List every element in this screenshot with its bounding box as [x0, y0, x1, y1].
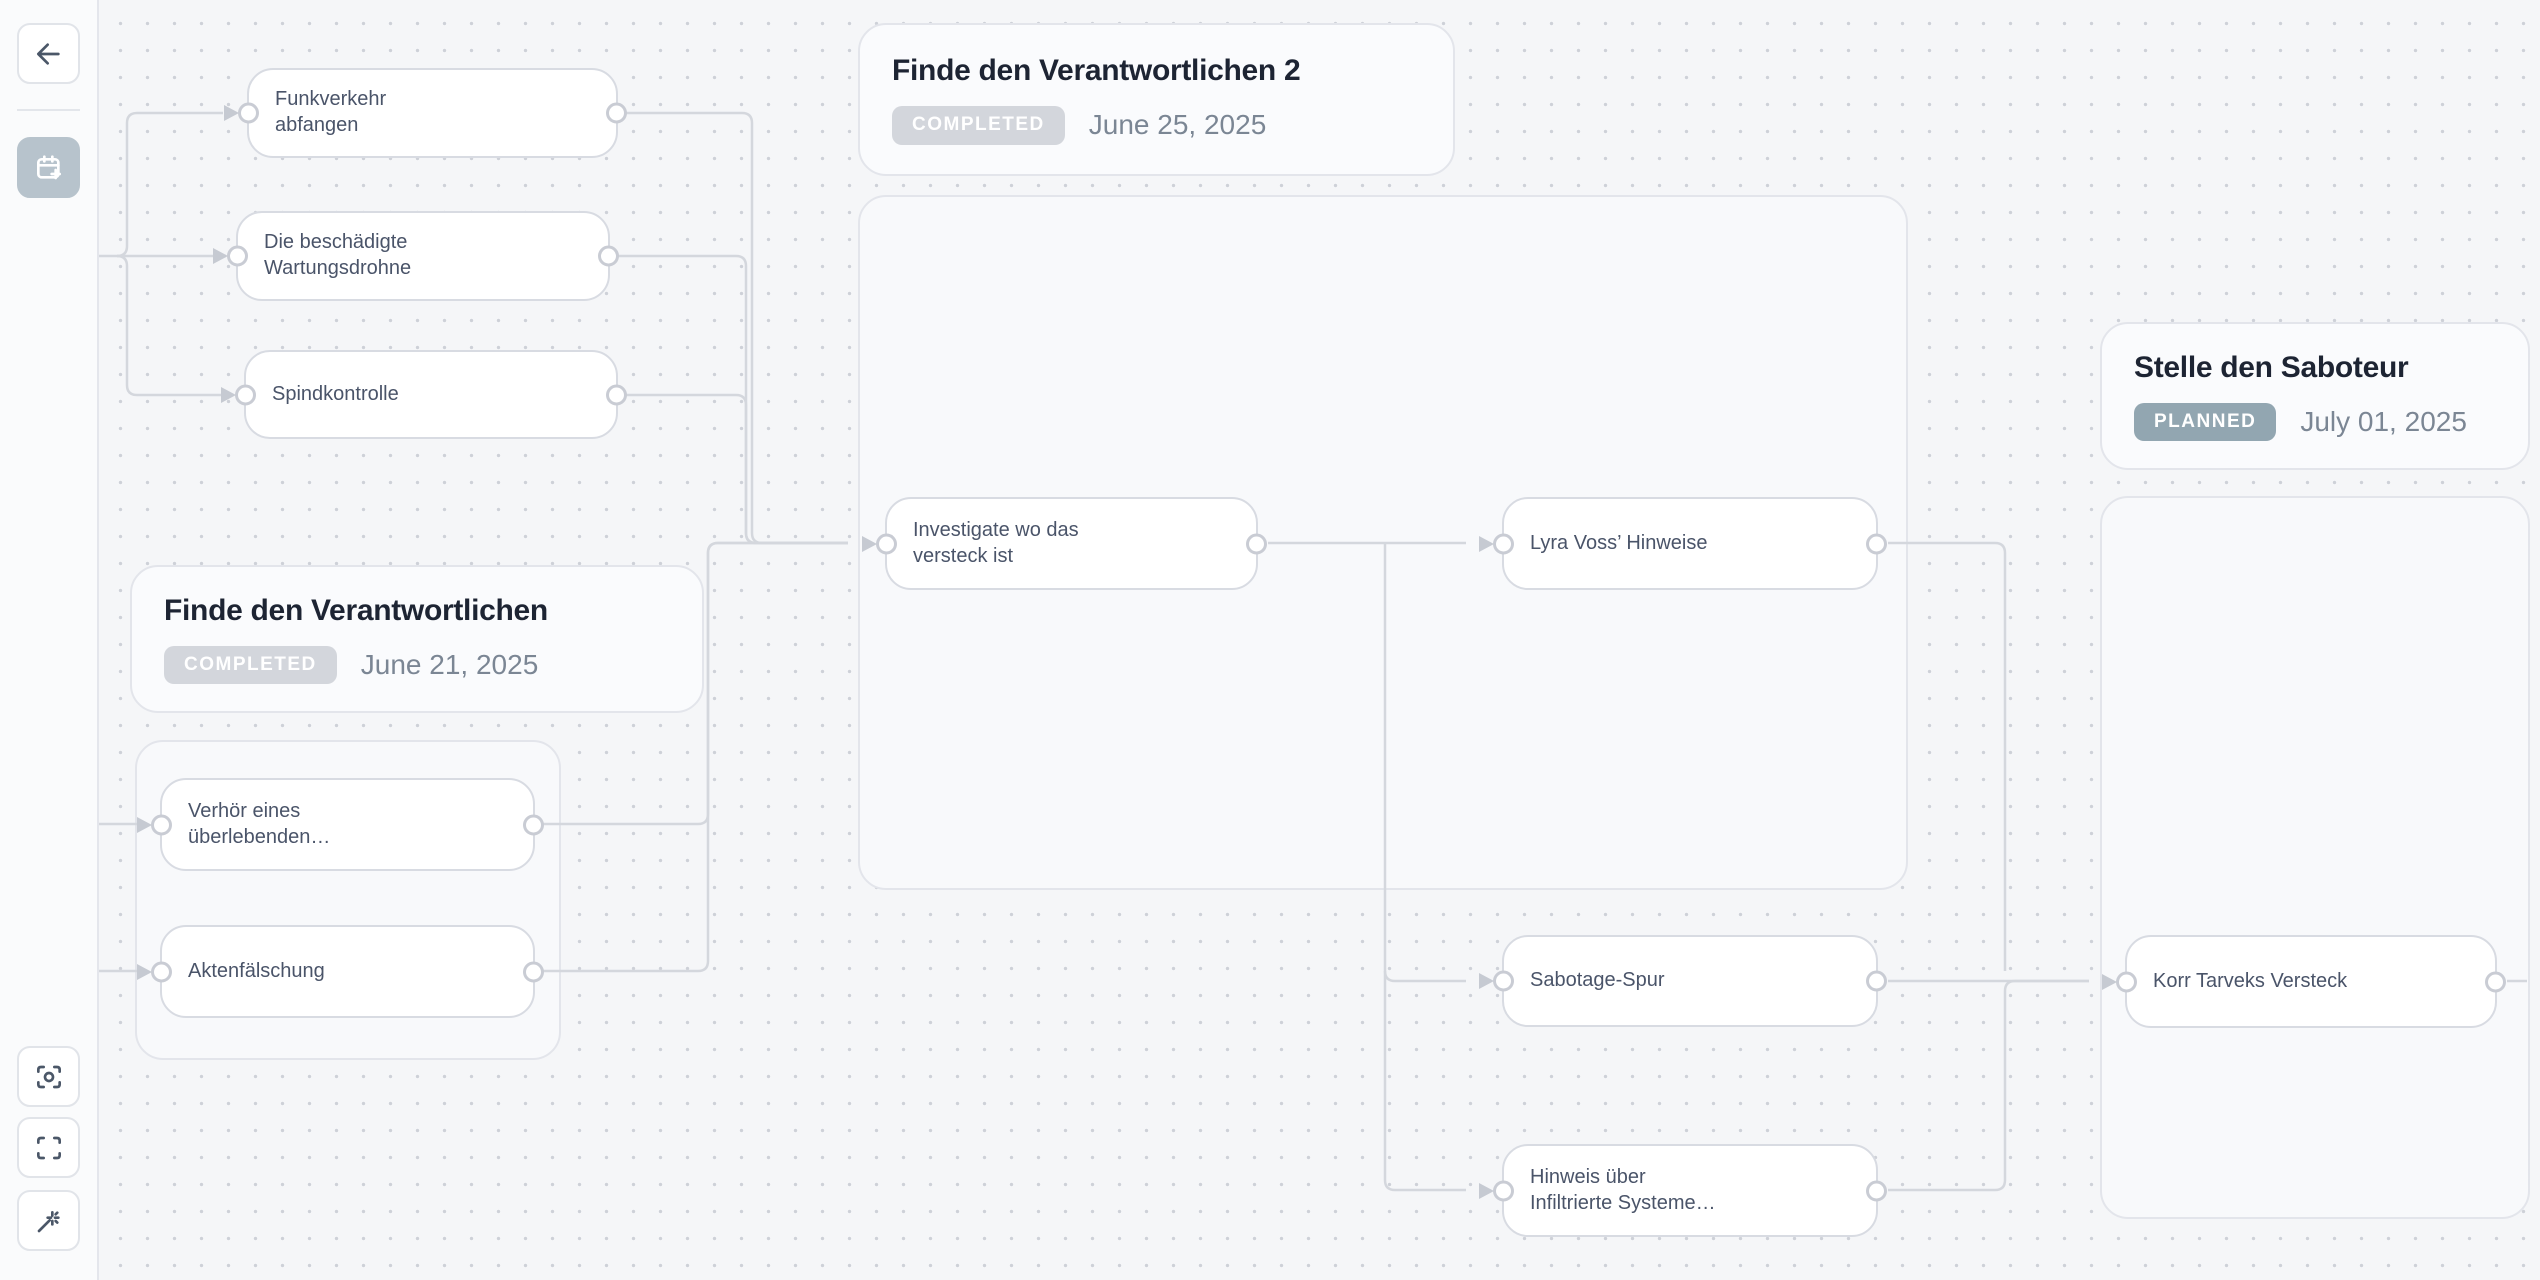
edge	[116, 111, 223, 258]
output-port[interactable]	[606, 384, 627, 405]
task-node-verhoer-ueberlebenden[interactable]: Verhör eines überlebenden…	[137, 778, 544, 871]
task-node-label: Die beschädigte Wartungsdrohne	[264, 231, 412, 279]
focus-selection-button[interactable]	[17, 1046, 80, 1107]
edge-arrow-icon	[137, 963, 152, 980]
task-node-label: Investigate wo das versteck ist	[913, 518, 1079, 567]
milestone-group-stelle-den-saboteur[interactable]	[2100, 496, 2530, 1219]
output-port[interactable]	[1866, 533, 1887, 554]
task-node-spindkontrolle[interactable]: Spindkontrolle	[221, 350, 627, 439]
edge	[1888, 541, 2007, 971]
edge-arrow-icon	[862, 535, 877, 552]
output-port[interactable]	[598, 245, 619, 267]
auto-layout-wand-icon	[37, 1210, 60, 1232]
output-port[interactable]	[1866, 970, 1887, 992]
task-node-korr-tarveks-versteck[interactable]: Korr Tarveks Versteck	[2102, 935, 2506, 1028]
task-node-label: Aktenfälschung	[188, 959, 325, 982]
input-port[interactable]	[1493, 533, 1514, 554]
task-node-label: Lyra Voss’ Hinweise	[1530, 531, 1708, 554]
input-port[interactable]	[151, 814, 172, 835]
canvas-left-border	[97, 0, 99, 1280]
back-button[interactable]	[17, 23, 80, 84]
status-badge: COMPLETED	[892, 106, 1065, 145]
toolbar-sidebar	[0, 0, 97, 1280]
edge	[610, 254, 848, 545]
milestone-card-stelle-den-saboteur[interactable]: Stelle den Saboteur PLANNED July 01, 202…	[2100, 322, 2530, 470]
milestone-title: Finde den Verantwortlichen 2	[892, 54, 1301, 88]
input-port[interactable]	[227, 245, 248, 267]
add-milestone-button[interactable]	[17, 137, 80, 198]
output-port[interactable]	[606, 102, 627, 124]
task-node-hinweis-infiltrierte-systeme[interactable]: Hinweis über Infiltrierte Systeme…	[1479, 1144, 1887, 1237]
task-node-label: Hinweis über Infiltrierte Systeme…	[1530, 1165, 1716, 1214]
edge-arrow-icon	[1479, 973, 1494, 989]
input-port[interactable]	[151, 961, 172, 982]
status-badge: COMPLETED	[164, 645, 337, 685]
output-port[interactable]	[2485, 971, 2506, 992]
edge-arrow-icon	[224, 105, 239, 121]
output-port[interactable]	[523, 961, 544, 982]
edge-arrow-icon	[221, 386, 236, 403]
edge-arrow-icon	[1479, 1182, 1494, 1199]
fit-view-icon	[36, 1136, 61, 1159]
add-milestone-calendar-icon	[36, 154, 61, 179]
output-port[interactable]	[1866, 1180, 1887, 1201]
milestone-card-finde-den-verantwortlichen[interactable]: Finde den Verantwortlichen COMPLETED Jun…	[130, 565, 704, 713]
edge	[1383, 970, 1466, 983]
toolbar-divider	[17, 109, 80, 111]
edge-arrow-icon	[1479, 535, 1494, 552]
task-node-funkverkehr-abfangen[interactable]: Funkverkehr abfangen	[224, 68, 627, 158]
task-node-label: Korr Tarveks Versteck	[2153, 969, 2348, 992]
input-port[interactable]	[1493, 1180, 1514, 1201]
output-port[interactable]	[1246, 533, 1267, 554]
input-port[interactable]	[1493, 970, 1514, 992]
task-node-aktenfaelschung[interactable]: Aktenfälschung	[137, 925, 544, 1018]
edge	[1383, 543, 1466, 1192]
edge	[618, 111, 848, 545]
input-port[interactable]	[2116, 971, 2137, 992]
edge	[535, 541, 848, 973]
task-node-sabotage-spur[interactable]: Sabotage-Spur	[1479, 935, 1887, 1027]
edge	[618, 393, 848, 545]
milestone-title: Stelle den Saboteur	[2134, 350, 2409, 384]
milestone-date: June 25, 2025	[1088, 109, 1267, 141]
focus-selection-icon	[36, 1065, 61, 1088]
task-node-wartungsdrohne[interactable]: Die beschädigte Wartungsdrohne	[213, 211, 619, 301]
task-node-label: Sabotage-Spur	[1530, 969, 1665, 992]
edge-arrow-icon	[137, 816, 152, 833]
milestone-date: July 01, 2025	[2300, 405, 2467, 437]
edge-arrow-icon	[2102, 973, 2117, 990]
task-node-label: Funkverkehr abfangen	[275, 88, 387, 136]
edge	[1888, 979, 2089, 1192]
fit-view-button[interactable]	[17, 1117, 80, 1178]
milestone-card-finde-den-verantwortlichen-2[interactable]: Finde den Verantwortlichen 2 COMPLETED J…	[858, 23, 1455, 176]
edge	[116, 254, 221, 397]
input-port[interactable]	[235, 384, 256, 405]
back-arrow-icon	[36, 42, 60, 65]
task-node-investigate-versteck[interactable]: Investigate wo das versteck ist	[862, 497, 1267, 590]
auto-layout-button[interactable]	[17, 1190, 80, 1251]
input-port[interactable]	[876, 533, 897, 554]
edge-arrow-icon	[213, 248, 228, 264]
milestone-title: Finde den Verantwortlichen	[164, 593, 548, 627]
task-node-label: Spindkontrolle	[272, 382, 399, 405]
input-port[interactable]	[238, 102, 259, 124]
milestone-date: June 21, 2025	[360, 648, 539, 680]
output-port[interactable]	[523, 814, 544, 835]
status-badge: PLANNED	[2134, 402, 2277, 442]
task-node-label: Verhör eines überlebenden…	[188, 799, 331, 848]
task-node-lyra-voss-hinweise[interactable]: Lyra Voss’ Hinweise	[1479, 497, 1887, 590]
